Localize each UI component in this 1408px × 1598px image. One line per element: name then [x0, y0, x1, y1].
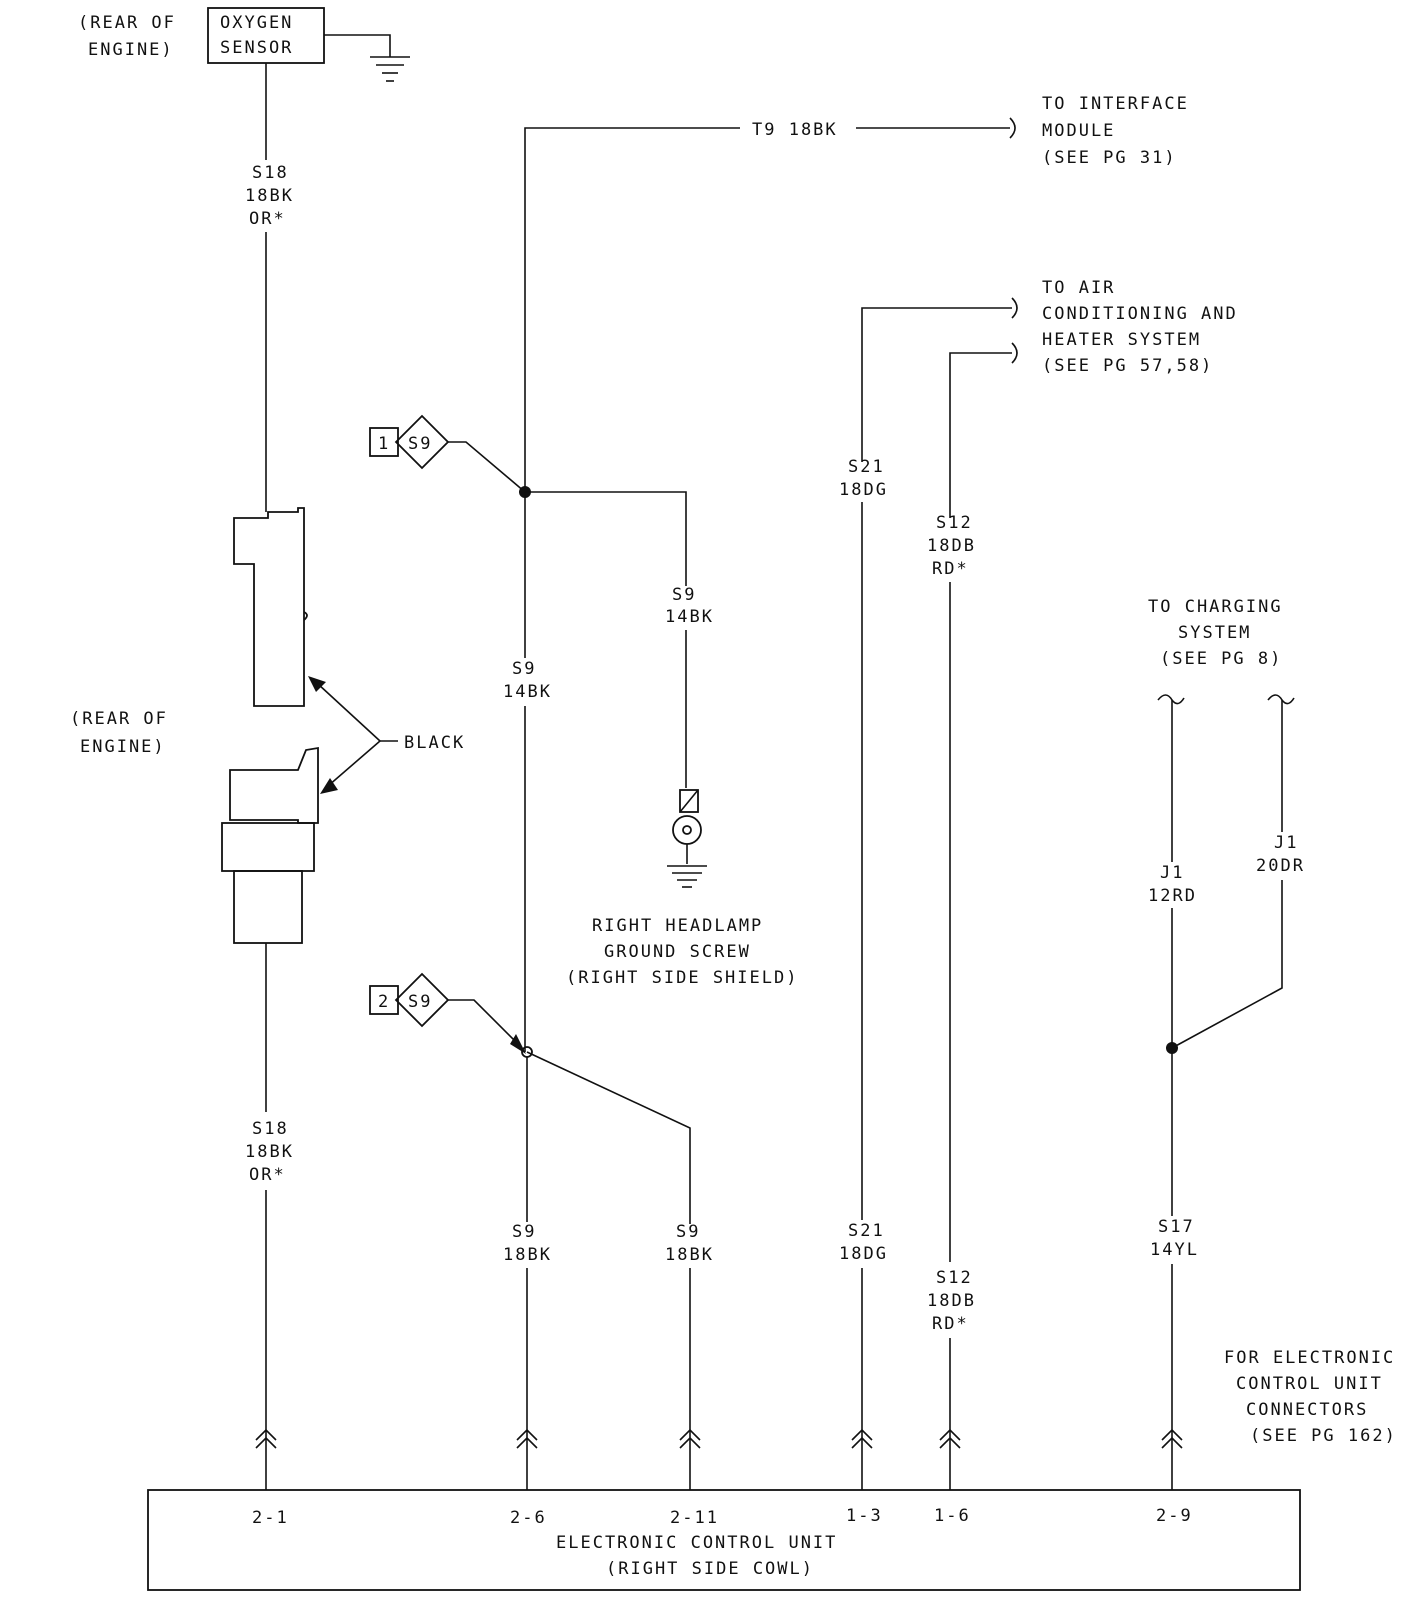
- break-icon-s12: [1011, 342, 1018, 364]
- wire-t9-left: [524, 127, 740, 492]
- s17-label-2: 14YL: [1150, 1240, 1199, 1260]
- s18-top-label-3: OR*: [249, 209, 286, 229]
- interface-ref-2: MODULE: [1042, 121, 1115, 141]
- wire-s12-upper: [949, 352, 1012, 518]
- j1-left-label-1: J1: [1160, 863, 1184, 883]
- rear-of-engine-top-1: (REAR OF: [78, 13, 176, 33]
- rear-of-engine-top-2: ENGINE): [88, 40, 174, 60]
- black-connector-upper: [233, 507, 305, 707]
- ground-icon-oxygen: [324, 34, 410, 82]
- break-icon-j1-right: [1267, 694, 1295, 705]
- s21-bottom-label-1: S21: [848, 1221, 885, 1241]
- s18-top-label-1: S18: [252, 163, 289, 183]
- s9-pin6-label-1: S9: [512, 1222, 536, 1242]
- ac-ref-1: TO AIR: [1042, 278, 1115, 298]
- ecu-connectors-ref-1: FOR ELECTRONIC: [1224, 1348, 1395, 1368]
- splice-2-id: S9: [408, 992, 432, 1012]
- ac-ref-4: (SEE PG 57,58): [1042, 356, 1213, 376]
- s9-pin11-label-1: S9: [676, 1222, 700, 1242]
- s12-bottom-label-1: S12: [936, 1268, 973, 1288]
- s9-trunk-label-2: 14BK: [503, 682, 552, 702]
- rear-of-engine-mid-1: (REAR OF: [70, 709, 168, 729]
- ecu-connectors-ref-2: CONTROL UNIT: [1236, 1374, 1383, 1394]
- s12-bottom-label-2: 18DB: [927, 1291, 976, 1311]
- splice-1-symbol: [369, 414, 526, 493]
- ground-screw-label-2: GROUND SCREW: [604, 942, 751, 962]
- s18-bottom-label-1: S18: [252, 1119, 289, 1139]
- interface-ref-1: TO INTERFACE: [1042, 94, 1189, 114]
- connector-chevron-icon-1-3: [851, 1428, 873, 1449]
- break-icon-t9: [1009, 117, 1016, 139]
- splice-2-symbol: [369, 972, 526, 1054]
- s9-trunk-label-1: S9: [512, 659, 536, 679]
- connector-chevron-icon-1-6: [939, 1428, 961, 1449]
- ground-screw-label-3: (RIGHT SIDE SHIELD): [566, 968, 798, 988]
- s18-bottom-label-3: OR*: [249, 1165, 286, 1185]
- break-icon-s21: [1011, 297, 1018, 319]
- s18-top-label-2: 18BK: [245, 186, 294, 206]
- splice-1-num: 1: [378, 434, 390, 454]
- break-icon-j1-left: [1157, 694, 1185, 705]
- wire-s9-pin11-upper: [526, 1051, 691, 1224]
- charging-ref-3: (SEE PG 8): [1160, 649, 1282, 669]
- s12-bottom-label-3: RD*: [932, 1314, 969, 1334]
- s21-top-label-1: S21: [848, 457, 885, 477]
- s21-top-label-2: 18DG: [839, 480, 888, 500]
- rear-of-engine-mid-2: ENGINE): [80, 737, 166, 757]
- ecu-pin-1-6: 1-6: [934, 1506, 971, 1526]
- splice-1-id: S9: [408, 434, 432, 454]
- connector-chevron-icon-2-9: [1161, 1428, 1183, 1449]
- ecu-pin-2-11: 2-11: [670, 1508, 719, 1528]
- connector-body: [221, 822, 315, 872]
- s9-pin11-label-2: 18BK: [665, 1245, 714, 1265]
- ecu-pin-2-6: 2-6: [510, 1508, 547, 1528]
- charging-ref-2: SYSTEM: [1178, 623, 1251, 643]
- connector-plug: [233, 870, 303, 944]
- black-connector-lower: [229, 746, 319, 824]
- ac-ref-3: HEATER SYSTEM: [1042, 330, 1201, 350]
- ecu-connectors-ref-3: CONNECTORS: [1246, 1400, 1368, 1420]
- ecu-connectors-ref-4: (SEE PG 162): [1250, 1426, 1397, 1446]
- interface-ref-3: (SEE PG 31): [1042, 148, 1177, 168]
- j1-right-label-2: 20DR: [1256, 856, 1305, 876]
- connector-chevron-icon-2-11: [679, 1428, 701, 1449]
- s21-bottom-label-2: 18DG: [839, 1244, 888, 1264]
- s12-top-label-1: S12: [936, 513, 973, 533]
- connector-chevron-icon-2-1: [255, 1428, 277, 1449]
- ecu-label-2: (RIGHT SIDE COWL): [606, 1559, 814, 1579]
- s12-top-label-2: 18DB: [927, 536, 976, 556]
- ecu-label-1: ELECTRONIC CONTROL UNIT: [556, 1533, 837, 1553]
- wire-j1-right-lower: [1171, 880, 1283, 1049]
- ecu-pin-1-3: 1-3: [846, 1506, 883, 1526]
- ecu-box: [147, 1489, 1301, 1591]
- s9-ground-label-2: 14BK: [665, 607, 714, 627]
- s9-pin6-label-2: 18BK: [503, 1245, 552, 1265]
- ac-ref-2: CONDITIONING AND: [1042, 304, 1238, 324]
- s18-bottom-label-2: 18BK: [245, 1142, 294, 1162]
- ground-screw-icon: [667, 789, 707, 888]
- t9-label: T9 18BK: [752, 120, 838, 140]
- s17-label-1: S17: [1158, 1217, 1195, 1237]
- ecu-pin-2-9: 2-9: [1156, 1506, 1193, 1526]
- connector-chevron-icon-2-6: [516, 1428, 538, 1449]
- oxygen-sensor-label-2: SENSOR: [220, 38, 293, 58]
- oxygen-sensor-label-1: OXYGEN: [220, 13, 293, 33]
- wire-s21-upper: [861, 307, 1012, 462]
- j1-right-label-1: J1: [1274, 833, 1298, 853]
- charging-ref-1: TO CHARGING: [1148, 597, 1283, 617]
- black-label: BLACK: [404, 733, 465, 753]
- ground-screw-label-1: RIGHT HEADLAMP: [592, 916, 763, 936]
- s9-ground-label-1: S9: [672, 585, 696, 605]
- black-callout: [308, 676, 398, 794]
- j1-left-label-2: 12RD: [1148, 886, 1197, 906]
- ecu-pin-2-1: 2-1: [252, 1508, 289, 1528]
- splice-2-num: 2: [378, 992, 390, 1012]
- s12-top-label-3: RD*: [932, 559, 969, 579]
- wire-s9-ground: [525, 491, 687, 586]
